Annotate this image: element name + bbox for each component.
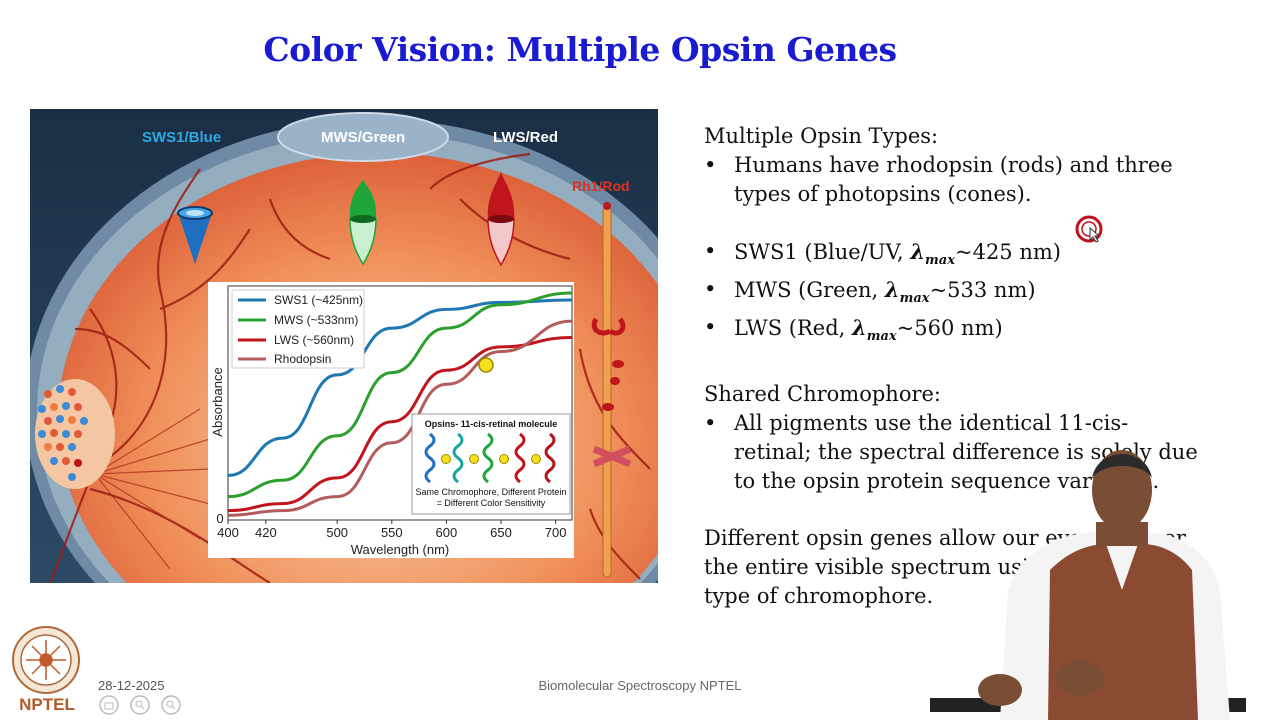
x-tick-label: 650: [490, 525, 512, 540]
bullet-line: types of photopsins (cones).: [734, 182, 1032, 206]
lambda-max-symbol: λmax: [884, 277, 930, 307]
x-axis-label: Wavelength (nm): [351, 542, 450, 557]
bullet-rhodopsin: • Humans have rhodopsin (rods) and three…: [704, 151, 1264, 209]
bullet-line: Humans have rhodopsin (rods) and three: [734, 153, 1173, 177]
bullet-line: to the opsin protein sequence variation.: [734, 468, 1160, 493]
bullet-mws: • MWS (Green, λmax~533 nm): [704, 275, 1264, 313]
eye-figure: SWS1/Blue MWS/Green LWS/Red Rh1/Rod SWS1…: [30, 109, 658, 583]
bullet-dot: •: [704, 315, 717, 340]
cone-label-sws1: SWS1/Blue: [142, 129, 221, 146]
blue-cone-icon: [177, 206, 213, 264]
nptel-logo: NPTEL: [12, 626, 80, 714]
slide-title: Color Vision: Multiple Opsin Genes: [263, 30, 897, 69]
presenter-video: [930, 450, 1246, 720]
y-axis-label: Absorbance: [210, 367, 225, 436]
series-line-3: [227, 319, 573, 517]
x-tick-label: 500: [326, 525, 348, 540]
legend-label-sws1: SWS1 (~425nm): [274, 293, 363, 307]
chromophore-marker-icon: [478, 357, 494, 373]
conclusion-line: type of chromophore.: [704, 583, 934, 608]
series-line-0: [227, 298, 573, 478]
absorbance-chart-panel: SWS1 (~425nm) MWS (~533nm) LWS (~560nm) …: [208, 282, 574, 558]
legend-label-mws: MWS (~533nm): [274, 313, 358, 327]
series-line-1: [227, 291, 573, 499]
green-cone-icon: [349, 179, 377, 266]
home-icon[interactable]: [99, 695, 119, 715]
bullet-dot: •: [704, 239, 717, 263]
x-tick-label: 420: [255, 525, 277, 540]
red-cone-icon: [487, 171, 515, 267]
lws-suffix: ~560 nm): [896, 316, 1003, 341]
footer-course: Biomolecular Spectroscopy NPTEL: [538, 678, 742, 693]
lambda-max-symbol: λmax: [910, 239, 955, 269]
series-group: [227, 291, 573, 517]
mws-prefix: MWS (Green,: [734, 278, 885, 303]
section-heading-opsin-types: Multiple Opsin Types:: [704, 124, 939, 148]
x-tick-labels: 400 420 500 550 600 650 700: [217, 520, 566, 540]
sws1-suffix: ~425 nm): [954, 240, 1061, 264]
x-tick-label: 400: [217, 525, 239, 540]
series-line-2: [227, 335, 573, 513]
chart-legend: SWS1 (~425nm) MWS (~533nm) LWS (~560nm) …: [231, 289, 365, 369]
bullet-dot: •: [704, 277, 717, 302]
x-tick-label: 600: [436, 525, 458, 540]
absorbance-chart: SWS1 (~425nm) MWS (~533nm) LWS (~560nm) …: [210, 285, 573, 557]
search-icon[interactable]: [161, 695, 181, 715]
section-heading-chromophore: Shared Chromophore:: [704, 381, 941, 406]
sws1-prefix: SWS1 (Blue/UV,: [734, 240, 911, 264]
bullet-lws: • LWS (Red, λmax~560 nm): [704, 313, 1264, 351]
inset-caption-2: = Different Color Sensitivity: [437, 498, 546, 508]
rod-label: Rh1/Rod: [572, 178, 630, 194]
bullet-line: All pigments use the identical 11-cis-: [734, 410, 1129, 435]
legend-label-rhodopsin: Rhodopsin: [274, 352, 331, 366]
legend-label-lws: LWS (~560nm): [274, 333, 354, 347]
lambda-max-symbol: λmax: [852, 315, 897, 345]
rod-icon: [591, 202, 632, 578]
lws-prefix: LWS (Red,: [734, 316, 852, 341]
bullet-chromophore: • All pigments use the identical 11-cis-…: [704, 409, 1264, 496]
cone-label-lws: LWS/Red: [493, 129, 558, 146]
bullet-dot: •: [704, 153, 717, 177]
inset-caption-1: Same Chromophore, Different Protein: [416, 487, 567, 497]
logo-text: NPTEL: [19, 695, 75, 714]
opsin-inset: Opsins- 11-cis-retinal molecule Same Chr…: [411, 413, 571, 515]
x-tick-label: 550: [381, 525, 403, 540]
inset-title: Opsins- 11-cis-retinal molecule: [425, 419, 558, 429]
x-tick-label: 700: [545, 525, 567, 540]
mws-suffix: ~533 nm): [929, 278, 1036, 303]
player-controls: [99, 695, 181, 715]
footer-date: 28-12-2025: [98, 678, 165, 693]
cone-label-mws: MWS/Green: [321, 129, 405, 146]
opsin-helix-icon: [424, 432, 556, 484]
y-tick-zero: 0: [216, 511, 223, 526]
bullet-dot: •: [704, 410, 717, 435]
pointer-cursor-icon: [1075, 215, 1103, 243]
zoom-icon[interactable]: [130, 695, 150, 715]
bullet-sws1: • SWS1 (Blue/UV, λmax~425 nm): [704, 237, 1264, 275]
